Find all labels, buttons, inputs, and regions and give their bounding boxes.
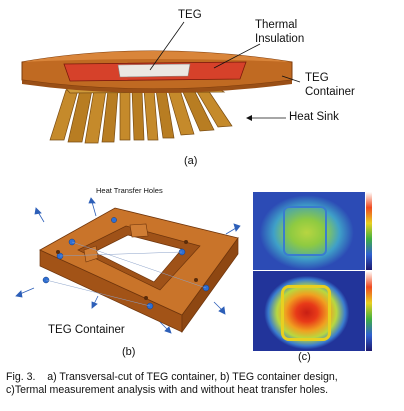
figure-caption: Fig. 3. a) Transversal-cut of TEG contai…	[6, 371, 402, 397]
teg-container-cross-section-illustration	[21, 21, 301, 144]
label-teg-container-b: TEG Container	[48, 324, 125, 336]
label-heat-transfer-holes: Heat Transfer Holes	[96, 186, 163, 195]
teg-container-design-illustration	[15, 197, 241, 334]
thermal-insulation-block	[117, 63, 191, 78]
heat-flow-arrows	[15, 197, 241, 334]
label-heat-sink: Heat Sink	[289, 111, 339, 123]
caption-line-2: c)Termal measurement analysis with and w…	[6, 384, 329, 396]
label-teg: TEG	[178, 9, 202, 21]
label-teg-container-a: TEG Container	[305, 72, 355, 98]
thermal-scale-top	[366, 192, 372, 270]
heat-sink-fins	[49, 89, 233, 144]
thermal-image-without-holes	[253, 271, 365, 351]
panel-c-sublabel: (c)	[298, 351, 311, 363]
label-thermal-insulation: Thermal Insulation	[255, 19, 305, 45]
heat-transfer-holes	[42, 217, 210, 310]
caption-line-1: Fig. 3. a) Transversal-cut of TEG contai…	[6, 371, 338, 383]
thermal-image-with-holes	[253, 192, 365, 270]
thermal-scale-bottom	[366, 271, 372, 351]
panel-b-sublabel: (b)	[122, 346, 136, 358]
panel-a-sublabel: (a)	[184, 155, 198, 167]
